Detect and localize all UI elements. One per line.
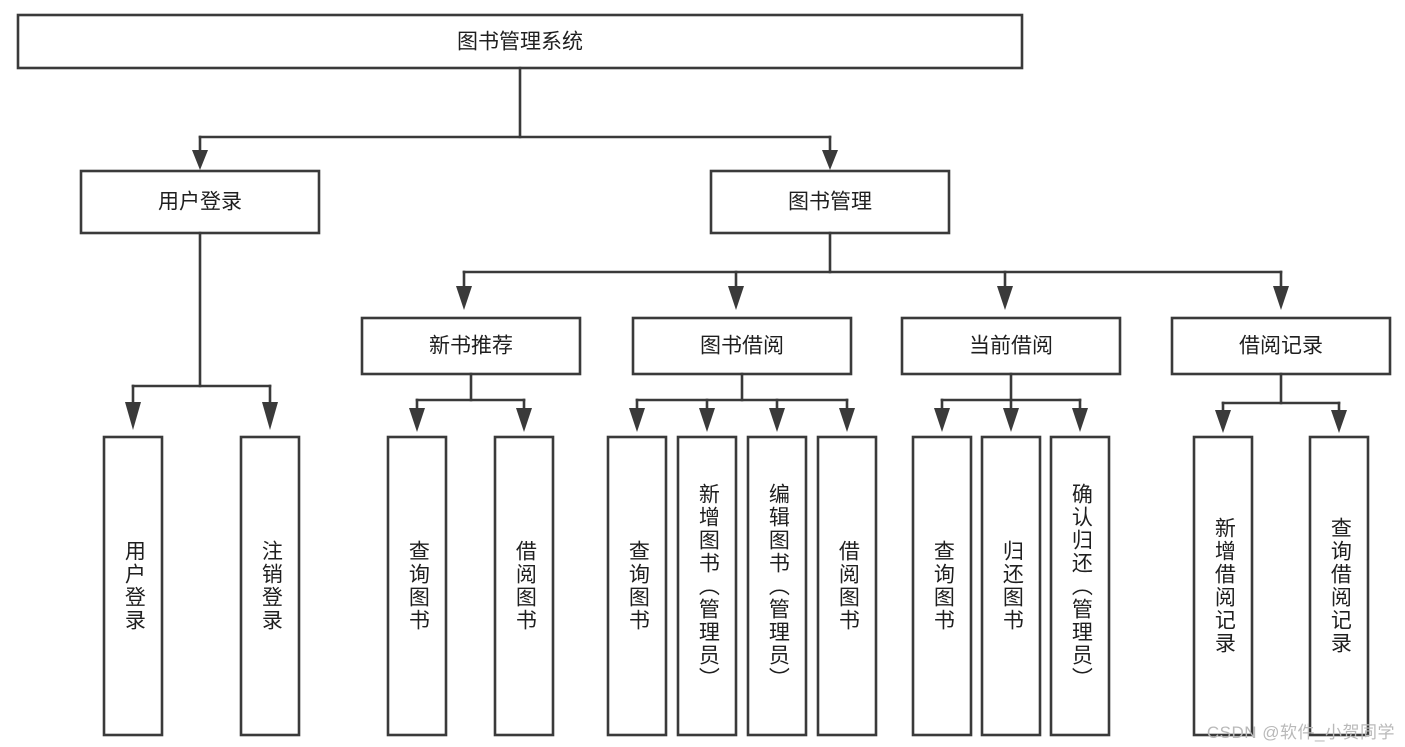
node-root[interactable] — [16, 13, 1024, 70]
leafbox-user-login[interactable] — [102, 435, 164, 737]
arrow-bookborrow-to-leaf2 — [699, 408, 715, 432]
leafbox-borrow-book-1[interactable] — [493, 435, 555, 737]
label-book-borrow: 图书借阅 — [700, 335, 784, 358]
arrow-userlogin-to-leaf2 — [262, 402, 278, 430]
arrow-bookborrow-to-leaf3 — [769, 408, 785, 432]
label-current-borrow: 当前借阅 — [969, 335, 1053, 358]
leafbox-add-record[interactable] — [1192, 435, 1254, 737]
leafbox-borrow-book-2[interactable] — [816, 435, 878, 737]
arrow-bookmgmt-to-current-borrow — [997, 286, 1013, 310]
leafbox-add-book[interactable] — [676, 435, 738, 737]
leafbox-logout-login[interactable] — [239, 435, 301, 737]
leafbox-confirm-return[interactable] — [1049, 435, 1111, 737]
label-root: 图书管理系统 — [457, 31, 583, 54]
csdn-watermark: CSDN @软件_小贺同学 — [1206, 723, 1395, 742]
label-user-login: 用户登录 — [158, 191, 242, 214]
arrow-currentborrow-to-leaf1 — [934, 408, 950, 432]
leafbox-edit-book[interactable] — [746, 435, 808, 737]
arrow-bookmgmt-to-new-book — [456, 286, 472, 310]
arrow-newbook-to-leaf2 — [516, 408, 532, 432]
arrow-bookborrow-to-leaf1 — [629, 408, 645, 432]
arrow-borrowrecord-to-leaf1 — [1215, 410, 1231, 433]
arrow-bookmgmt-to-borrow-record — [1273, 286, 1289, 310]
arrow-userlogin-to-leaf1 — [125, 402, 141, 430]
node-current-borrow[interactable] — [900, 316, 1122, 376]
label-new-book-recommend: 新书推荐 — [429, 335, 513, 358]
label-borrow-record: 借阅记录 — [1239, 335, 1323, 358]
leafbox-query-book-1[interactable] — [386, 435, 448, 737]
leafbox-query-book-2[interactable] — [606, 435, 668, 737]
arrow-root-to-user-login — [192, 150, 208, 170]
leafbox-query-record[interactable] — [1308, 435, 1370, 737]
leafbox-query-book-3[interactable] — [911, 435, 973, 737]
leafbox-return-book[interactable] — [980, 435, 1042, 737]
arrow-currentborrow-to-leaf2 — [1003, 408, 1019, 432]
arrow-bookborrow-to-leaf4 — [839, 408, 855, 432]
arrow-bookmgmt-to-book-borrow — [728, 286, 744, 310]
arrow-root-to-book-management — [822, 150, 838, 170]
node-user-login[interactable] — [79, 169, 321, 235]
arrow-newbook-to-leaf1 — [409, 408, 425, 432]
node-new-book-recommend[interactable] — [360, 316, 582, 376]
arrow-currentborrow-to-leaf3 — [1072, 408, 1088, 432]
label-book-management: 图书管理 — [788, 191, 872, 214]
arrow-borrowrecord-to-leaf2 — [1331, 410, 1347, 433]
